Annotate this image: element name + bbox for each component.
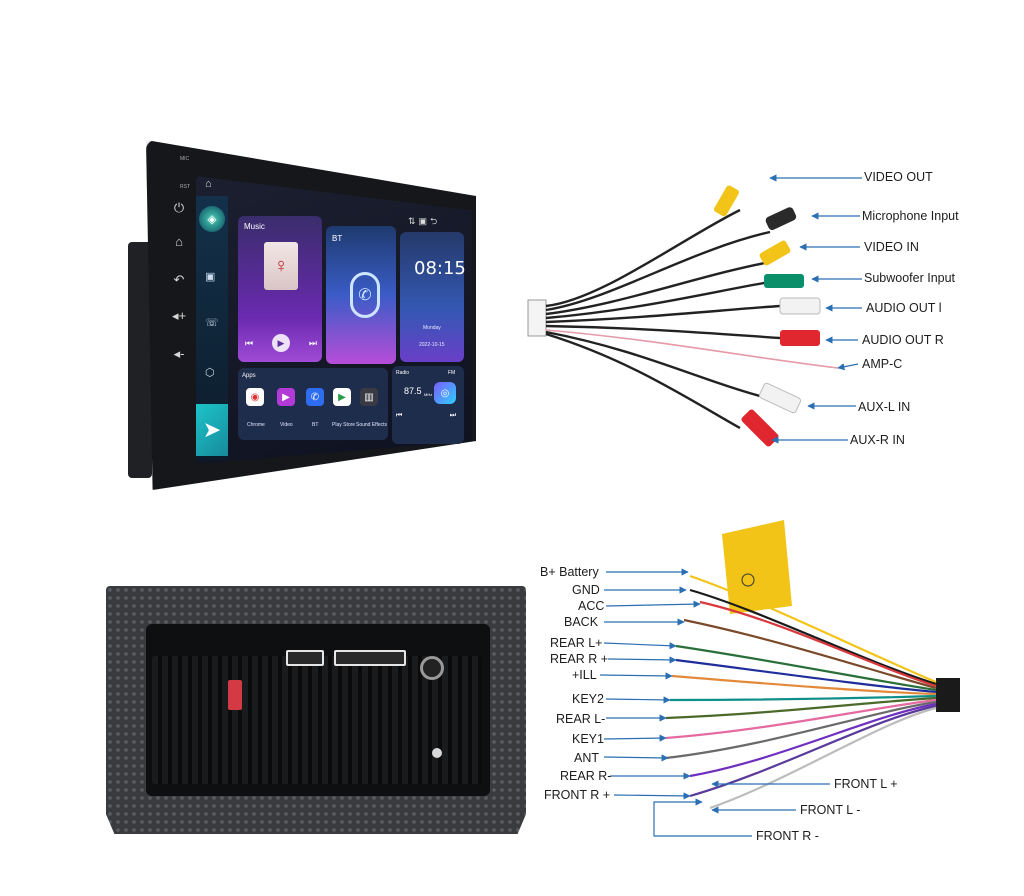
label-rear-l-plus: REAR L+ <box>550 636 603 650</box>
app-label-bt: BT <box>312 422 319 428</box>
label-video-in: VIDEO IN <box>864 240 919 254</box>
radio-controls: ⏮ ⏭ <box>396 412 456 420</box>
radio-frequency: 87.5 <box>404 386 422 396</box>
navigation-icon[interactable]: ▣ <box>205 271 216 283</box>
status-icons: ⇅▣⮌ <box>408 216 441 226</box>
play-icon[interactable]: ▶ <box>272 334 290 352</box>
label-aux-r-in: AUX-R IN <box>850 433 905 447</box>
label-key1: KEY1 <box>572 732 604 746</box>
label-audio-out-r: AUDIO OUT R <box>862 333 944 347</box>
next-icon[interactable]: ⏭ <box>308 337 317 348</box>
label-subwoofer-input: Subwoofer Input <box>864 271 956 285</box>
label-key2: KEY2 <box>572 692 604 706</box>
app-label-play-store: Play Store <box>332 422 356 428</box>
radio-widget[interactable] <box>392 366 464 444</box>
app-label-sound-effects: Sound Effects <box>356 422 388 428</box>
label-b-battery: B+ Battery <box>540 565 599 579</box>
home-icon[interactable]: ⌂ <box>175 234 183 249</box>
fm-label: FM <box>448 370 456 376</box>
cube-icon[interactable]: ◈ <box>199 206 225 232</box>
rca-plug-aux-l <box>758 382 802 414</box>
clock-day: Monday <box>423 325 441 331</box>
app-label-chrome: Chrome <box>247 422 265 428</box>
rca-plug-audio-out-l <box>779 297 821 315</box>
label-front-l-plus: FRONT L + <box>834 777 898 791</box>
rca-plug-mic <box>765 207 797 230</box>
label-front-l-minus: FRONT L - <box>800 803 861 817</box>
app-label-video: Video <box>280 422 293 428</box>
back-connector-2 <box>334 650 406 666</box>
label-ant: ANT <box>574 751 599 765</box>
rca-plug-video-out <box>714 185 739 217</box>
iso-connector <box>936 678 960 712</box>
label-aux-l-in: AUX-L IN <box>858 400 911 414</box>
label-amp-c: AMP-C <box>862 357 903 371</box>
radio-next-icon[interactable]: ⏭ <box>449 412 456 419</box>
label-ill: +ILL <box>572 668 597 682</box>
screw <box>432 748 442 758</box>
antenna-port <box>420 656 444 680</box>
previous-icon[interactable]: ⏮ <box>245 337 254 348</box>
label-front-r-plus: FRONT R + <box>544 788 611 802</box>
play-store-icon[interactable]: ▶ <box>333 388 351 406</box>
back-icon[interactable]: ↶ <box>173 272 185 287</box>
clock-time: 08:15 <box>414 258 466 279</box>
paper-plane-icon[interactable]: ➤ <box>196 404 228 456</box>
video-icon[interactable]: ▶ <box>277 388 295 406</box>
unit-mount-bracket <box>128 242 152 478</box>
rca-plug-subwoofer <box>764 274 804 288</box>
yellow-tag <box>722 520 792 614</box>
back-connector-1 <box>286 650 324 666</box>
bt-phone-icon[interactable]: ✆ <box>306 388 324 406</box>
settings-hex-icon[interactable]: ⬡ <box>205 367 215 379</box>
label-video-out: VIDEO OUT <box>864 170 933 184</box>
radio-previous-icon[interactable]: ⏮ <box>396 412 403 419</box>
rca-plug-audio-out-r <box>780 330 820 346</box>
clock-date: 2022-10-15 <box>419 342 445 348</box>
label-rear-r-plus: REAR R + <box>550 652 609 666</box>
bt-label: BT <box>332 234 343 243</box>
label-gnd: GND <box>572 583 600 597</box>
label-rear-l-minus: REAR L- <box>556 712 606 726</box>
home-outline-icon[interactable]: ⌂ <box>205 178 212 190</box>
radio-wave-icon[interactable]: ◎ <box>434 382 456 404</box>
sound-effects-icon[interactable]: ▥ <box>360 388 378 406</box>
volume-up-icon[interactable]: ◂+ <box>171 308 187 323</box>
album-art: ♀ <box>264 242 298 290</box>
red-fuse <box>228 680 242 710</box>
rst-label: RST <box>180 184 190 190</box>
side-button-column: ⏻ ⌂ ↶ ◂+ ◂- <box>168 196 190 376</box>
power-icon[interactable]: ⏻ <box>173 200 185 215</box>
music-controls: ⏮ ▶ ⏭ <box>245 334 317 352</box>
bluetooth-phone-icon: ✆ <box>350 272 380 318</box>
rca-plug-aux-r <box>741 409 779 447</box>
phone-icon[interactable]: ☏ <box>205 317 219 329</box>
radio-unit: MHz <box>424 392 433 397</box>
label-front-r-minus: FRONT R - <box>756 829 819 843</box>
clock-widget <box>400 232 464 362</box>
volume-down-icon[interactable]: ◂- <box>173 346 185 361</box>
radio-label: Radio <box>396 370 410 376</box>
apps-label: Apps <box>242 373 256 379</box>
label-rear-r-minus: REAR R- <box>560 769 612 783</box>
music-label: Music <box>244 222 265 231</box>
chrome-icon[interactable]: ◉ <box>246 388 264 406</box>
label-audio-out-l: AUDIO OUT l <box>866 301 942 315</box>
bt-widget[interactable] <box>326 226 396 364</box>
rca-plug-video-in <box>759 240 791 266</box>
label-back: BACK <box>564 615 599 629</box>
mic-label: MIC <box>180 156 190 162</box>
label-microphone-input: Microphone Input <box>862 209 959 223</box>
rca-connector-block <box>527 299 547 337</box>
label-acc: ACC <box>578 599 605 613</box>
